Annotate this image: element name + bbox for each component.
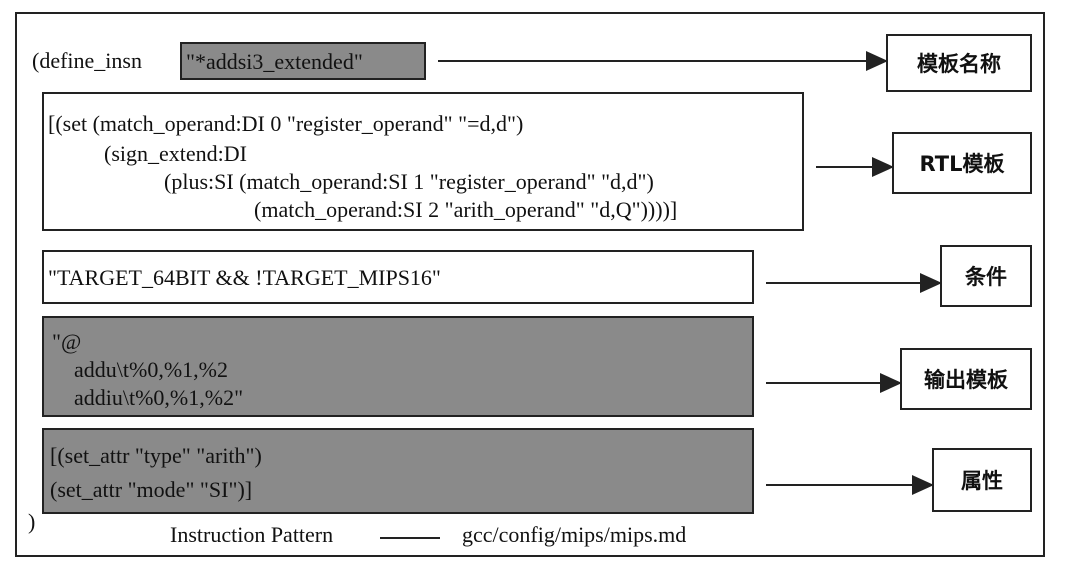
diagram-frame — [15, 12, 1045, 557]
output-line-2: addu\t%0,%1,%2 — [74, 357, 228, 382]
attr-line-1: [(set_attr "type" "arith") — [50, 443, 262, 468]
closing-paren: ) — [28, 509, 36, 534]
rtl-line-1: [(set (match_operand:DI 0 "register_oper… — [48, 111, 524, 136]
rtl-line-2: (sign_extend:DI — [104, 141, 247, 166]
label-attributes: 属性 — [932, 448, 1032, 512]
rtl-line-4: (match_operand:SI 2 "arith_operand" "d,Q… — [254, 197, 678, 222]
output-line-1: "@ — [52, 329, 82, 354]
label-rtl-template: RTL模板 — [892, 132, 1032, 194]
rtl-line-3: (plus:SI (match_operand:SI 1 "register_o… — [164, 169, 654, 194]
label-template-name: 模板名称 — [886, 34, 1032, 92]
rtl-template-box: [(set (match_operand:DI 0 "register_oper… — [42, 92, 804, 231]
insn-name-box: "*addsi3_extended" — [180, 42, 426, 80]
insn-name: "*addsi3_extended" — [186, 49, 363, 74]
attributes-box: [(set_attr "type" "arith") (set_attr "mo… — [42, 428, 754, 514]
caption-left: Instruction Pattern — [170, 522, 334, 547]
condition-box: "TARGET_64BIT && !TARGET_MIPS16" — [42, 250, 754, 304]
define-insn-keyword: (define_insn — [32, 48, 142, 73]
output-template-box: "@ addu\t%0,%1,%2 addiu\t%0,%1,%2" — [42, 316, 754, 417]
caption-right: gcc/config/mips/mips.md — [462, 522, 687, 547]
condition-text: "TARGET_64BIT && !TARGET_MIPS16" — [48, 265, 441, 290]
attr-line-2: (set_attr "mode" "SI")] — [50, 477, 253, 502]
label-condition: 条件 — [940, 245, 1032, 307]
output-line-3: addiu\t%0,%1,%2" — [74, 385, 244, 410]
label-output-template: 输出模板 — [900, 348, 1032, 410]
